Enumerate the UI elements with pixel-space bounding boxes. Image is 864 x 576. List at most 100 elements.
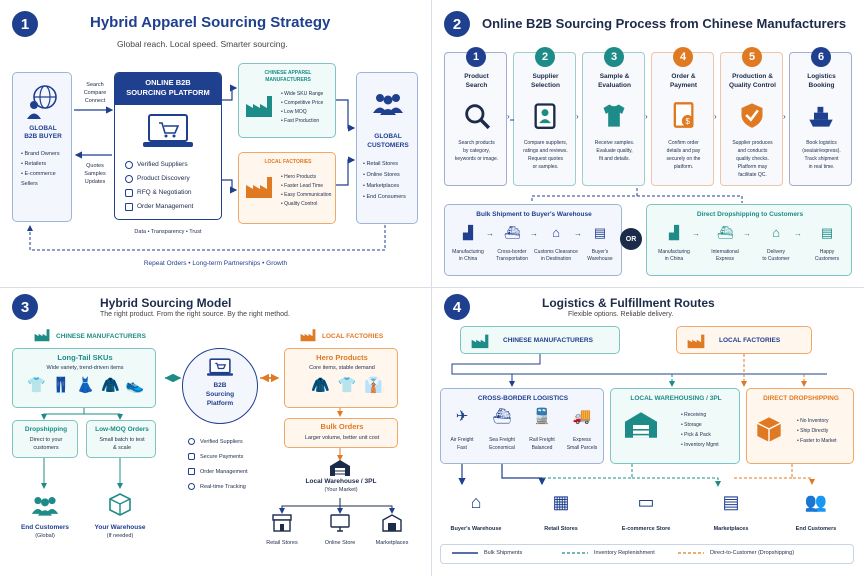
drop-step-icon: ⌂ [772,225,780,240]
box-icon [109,493,131,516]
bulk-step-icon: ▤ [593,225,607,240]
platform-header [115,73,221,105]
panel-subtitle: Flexible options. Reliable delivery. [568,311,674,318]
global-customers-box: GLOBAL CUSTOMERS • Retail Stores • Onlin… [356,72,418,224]
longtail-title: Long-Tail SKUs [57,353,113,362]
step-number: 2 [535,47,555,67]
chinese-item: • Low MOQ [281,109,307,115]
step-desc: details and pay [666,148,701,154]
bulk-desc: Larger volume, better unit cost [304,435,380,441]
arrow-right-icon: › [507,112,510,121]
platform-feature: Verified Suppliers [137,161,188,168]
arrow-right-icon: → [794,229,802,238]
arrow-label-bottom: Quotes [86,163,104,169]
local-label: LOCAL FACTORIES [719,337,781,344]
panel-hybrid-model: 3 Hybrid Sourcing Model The right produc… [0,288,431,576]
arrow-right-icon: › [576,112,579,121]
platform-feature: Order Management [137,203,194,210]
legend-box [440,544,854,564]
drop-step-label: in China [664,256,684,262]
arrow-right-icon: › [645,112,648,121]
drop-step-label: Happy [819,249,835,255]
step-number: 5 [742,47,762,67]
supplier-icon [534,103,556,129]
chinese-title: CHINESE APPAREL [264,70,312,76]
customers-item: • Online Stores [363,172,400,178]
legend-label: Bulk Shipments [484,550,523,556]
arrow-right-icon: → [692,229,700,238]
local-factories-box: LOCAL FACTORIES • Hero Products • Faster… [238,152,336,224]
platform-label: Platform [206,400,234,407]
local-label: LOCAL FACTORIES [322,333,384,340]
dropshipping-box: Dropshipping Direct to your customers [12,420,78,458]
step-title: Product [464,73,489,80]
local-item: • Hero Products [281,174,317,180]
arrow-right-icon: › [714,112,717,121]
buyer-item: Sellers [21,181,38,187]
hero-desc: Core items, stable demand [309,365,375,371]
step-number: 1 [466,47,486,67]
panel-logistics-routes: 4 Logistics & Fulfillment Routes Flexibl… [432,288,864,576]
customers-title: GLOBAL [374,133,402,140]
platform-title-2: SOURCING PLATFORM [126,88,210,97]
platform-item: Secure Payments [200,454,244,460]
destination-icon: ⌂ [470,492,482,512]
apparel-icons: 🧥👕👔 [311,377,392,394]
warehouse-sub: (Your Market) [324,487,358,493]
end-customers-title: End Customers [20,524,70,531]
step-desc: (sea/air/express). [802,148,841,154]
platform-title: ONLINE B2B [145,78,191,87]
step-desc: Evaluate quality, [596,148,633,154]
end-customers-sub: (Global) [35,533,55,539]
freight-sub: Economical [489,445,515,451]
step-desc: securely on the [666,156,701,162]
chinese-title-2: MANUFACTURERS [265,77,311,83]
chinese-item: • Wide SKU Range [281,91,324,97]
panel-title: Hybrid Sourcing Model [100,296,232,310]
step-number-badge: 3 [12,294,38,320]
longtail-box: Long-Tail SKUs Wide variety, trend-drive… [12,348,156,408]
data-trust-line: Data • Transparency • Trust [134,229,202,235]
globe-person-icon [27,85,57,119]
step-title: Booking [808,82,835,89]
bulk-step-label: Customs Clearance [534,249,578,255]
global-buyer-box: GLOBAL B2B BUYER • Brand Owners • Retail… [12,72,72,222]
warehousing-item: • Receiving [681,412,707,418]
step-desc: or samples. [532,164,559,170]
panel-hybrid-strategy: 1 Hybrid Apparel Sourcing Strategy Globa… [0,0,431,287]
lowmoq-desc: Small batch to test [99,437,145,443]
laptop-cart-icon [143,114,193,147]
svg-text:$: $ [685,117,690,126]
dropshipping-desc: Direct to your [29,437,63,443]
bulk-step-label: Buyer's [591,249,609,255]
bulk-title: Bulk Orders [320,422,364,431]
step-title: Quality Control [729,82,776,89]
step-desc: and conducts [737,148,768,154]
platform-item: Order Management [200,469,248,475]
warehouse-icon [330,460,350,476]
monitor-icon [330,514,350,532]
ship-icon [809,106,833,127]
step-desc: ratings and reviews. [523,148,568,154]
step-number: 3 [604,47,624,67]
arrow-label-bottom: Updates [84,179,106,185]
step-title: Logistics [807,73,836,80]
q4-connectors [451,354,827,554]
step-number: 4 [673,47,693,67]
warehousing-title: LOCAL WAREHOUSING / 3PL [630,395,722,402]
arrow-right-icon: › [783,112,786,121]
buyer-item: • Retailers [21,161,47,167]
q3-connectors [41,373,395,514]
step-desc: Supplier produces [732,140,773,146]
destination-icon: ▭ [637,492,655,512]
customers-item: • Retail Stores [363,161,398,167]
factory-icon [34,329,50,342]
panel-sourcing-process: 2 Online B2B Sourcing Process from Chine… [432,0,864,287]
chinese-item: • Fast Production [281,118,320,124]
factory-icon [246,177,272,198]
step-desc: Compare suppliers, [523,140,568,146]
local-item: • Easy Communication [281,192,332,198]
arrow-right-icon: → [530,229,538,238]
